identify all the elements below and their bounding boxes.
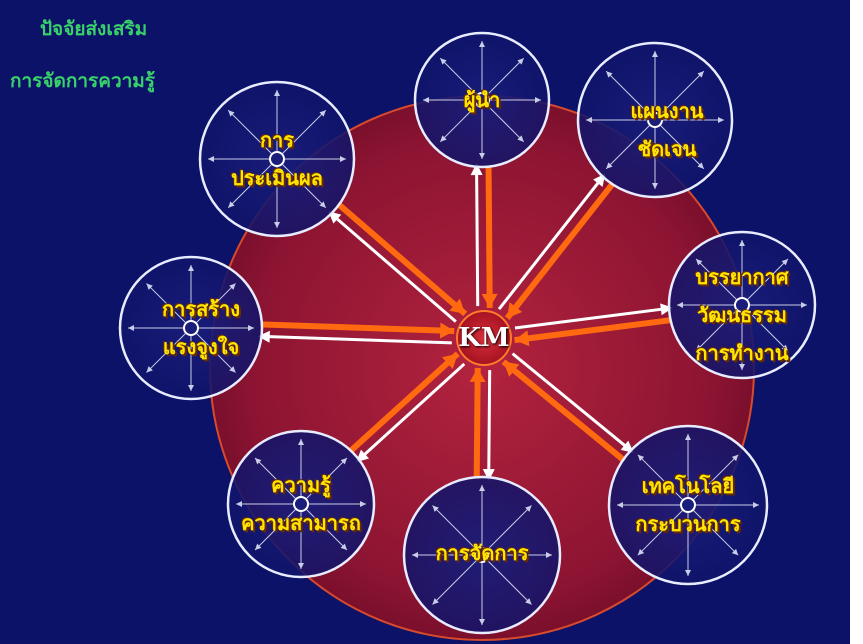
node-label-line: กระบวนการ (635, 505, 740, 543)
node-label-evaluation: การประเมินผล (231, 121, 323, 197)
node-label-line: แรงจูงใจ (162, 328, 240, 366)
node-label-plan: แผนงานชัดเจน (631, 92, 704, 168)
node-label-line: ประเมินผล (231, 159, 323, 197)
arrow-in-management (477, 368, 478, 479)
node-label-motivation: การสร้างแรงจูงใจ (162, 290, 240, 366)
node-label-line: เทคโนโลยี (635, 467, 740, 505)
node-label-tech: เทคโนโลยีกระบวนการ (635, 467, 740, 543)
arrow-out-leader (477, 171, 478, 306)
title-line-1: ปัจจัยส่งเสริม (40, 14, 147, 44)
node-label-line: การ (231, 121, 323, 159)
arrow-in-leader (489, 165, 490, 308)
node-label-line: วัฒนธรรม (695, 296, 788, 334)
km-center-label: KM (458, 323, 509, 353)
node-label-line: การจัดการ (436, 534, 529, 572)
node-label-knowledge: ความรู้ความสามารถ (241, 466, 361, 542)
node-label-leader: ผู้นำ (464, 81, 501, 119)
node-label-line: ผู้นำ (464, 81, 501, 119)
arrow-out-management (489, 370, 490, 473)
node-label-management: การจัดการ (436, 534, 529, 572)
node-label-line: ความสามารถ (241, 504, 361, 542)
node-label-line: การสร้าง (162, 290, 240, 328)
node-label-line: ชัดเจน (631, 130, 704, 168)
node-label-culture: บรรยากาศวัฒนธรรมการทำงาน (695, 258, 788, 372)
node-label-line: การทำงาน (695, 334, 788, 372)
node-label-line: แผนงาน (631, 92, 704, 130)
node-label-line: ความรู้ (241, 466, 361, 504)
title-line-2: การจัดการความรู้ (10, 66, 155, 96)
node-label-line: บรรยากาศ (695, 258, 788, 296)
